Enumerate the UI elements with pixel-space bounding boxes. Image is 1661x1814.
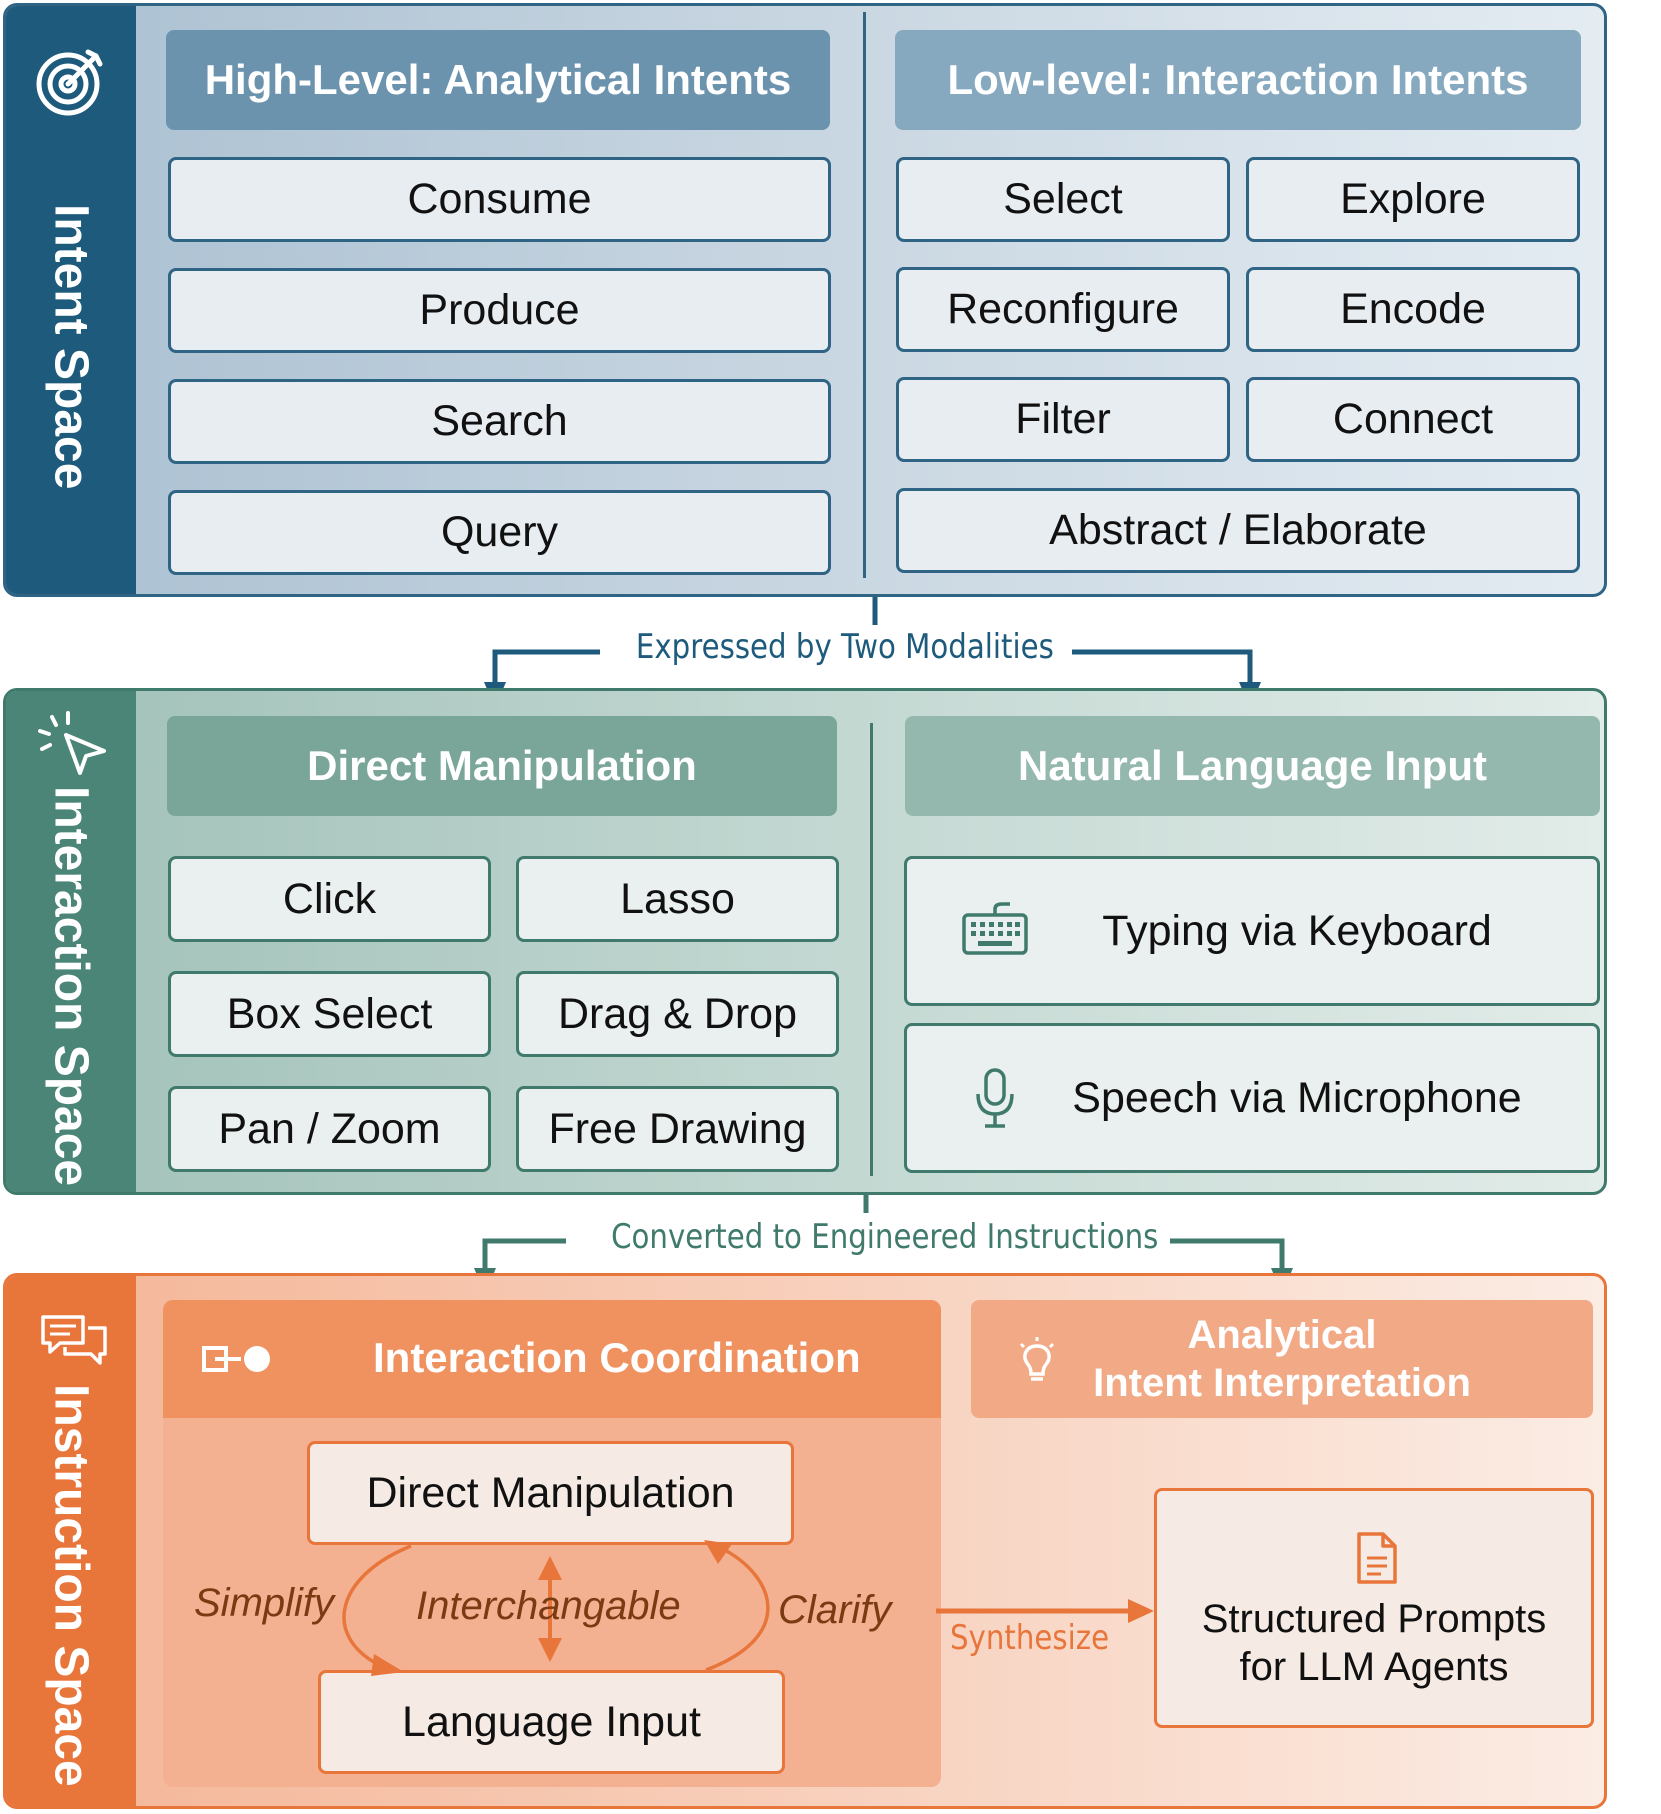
natural-language-header: Natural Language Input [905,716,1600,816]
target-icon [36,49,103,116]
interpretation-title-line1: Analytical [1187,1313,1377,1357]
speech-input-label: Speech via Microphone [1072,1073,1522,1122]
dm-item: Free Drawing [516,1086,839,1172]
low-level-item: Connect [1246,377,1580,462]
coordination-arrows [342,1540,1154,1676]
connector-label-instructions: Converted to Engineered Instructions [604,1217,1158,1257]
interaction-space-strip: Interaction Space [6,691,136,1192]
low-level-item: Select [896,157,1230,242]
low-level-item: Explore [1246,157,1580,242]
keyboard-icon [962,902,1028,955]
high-level-item: Consume [168,157,831,242]
high-level-item: Query [168,490,831,575]
sparkle-cursor-icon [38,711,106,775]
coordination-title: Interaction Coordination [373,1334,861,1381]
dm-item: Drag & Drop [516,971,839,1057]
interchangable-label: Interchangable [416,1584,681,1628]
intent-space-label: Intent Space [44,204,98,490]
high-level-header: High-Level: Analytical Intents [166,30,830,130]
connector-label-modalities: Expressed by Two Modalities [629,627,1059,667]
interaction-space-divider [870,723,873,1176]
low-level-item: Filter [896,377,1230,462]
keyboard-input-label: Typing via Keyboard [1102,906,1492,955]
instruction-space-strip: Instruction Space [6,1276,136,1806]
low-level-item: Reconfigure [896,267,1230,352]
chat-bubbles-icon [41,1315,107,1365]
interpretation-header: Analytical Intent Interpretation [971,1300,1593,1418]
low-level-wide-item: Abstract / Elaborate [896,488,1580,573]
intent-space-strip: Intent Space [6,6,136,594]
dm-item: Pan / Zoom [168,1086,491,1172]
document-icon [1357,1532,1397,1584]
coordination-header: Interaction Coordination [163,1300,941,1418]
low-level-item: Encode [1246,267,1580,352]
structured-prompts-line1: Structured Prompts [1201,1597,1547,1641]
clarify-label: Clarify [778,1588,892,1632]
dm-item: Lasso [516,856,839,942]
structured-prompts-line2: for LLM Agents [1239,1645,1509,1689]
interpretation-title-line2: Intent Interpretation [1093,1361,1471,1405]
structured-prompts-box: Structured Prompts for LLM Agents [1154,1488,1594,1728]
coord-direct-manipulation-box: Direct Manipulation [307,1441,794,1545]
high-level-item: Search [168,379,831,464]
simplify-label: Simplify [194,1581,335,1625]
speech-input-box: Speech via Microphone [904,1023,1600,1173]
low-level-header: Low-level: Interaction Intents [895,30,1581,130]
keyboard-input-box: Typing via Keyboard [904,856,1600,1006]
intent-space-panel: Intent Space High-Level: Analytical Inte… [3,3,1607,597]
direct-manipulation-header: Direct Manipulation [167,716,837,816]
high-level-item: Produce [168,268,831,353]
interaction-space-panel: Interaction Space Direct Manipulation Na… [3,688,1607,1195]
synthesize-label: Synthesize [950,1618,1110,1658]
interaction-space-label: Interaction Space [44,786,98,1187]
dm-item: Box Select [168,971,491,1057]
instruction-space-label: Instruction Space [44,1384,98,1787]
intent-space-divider [863,12,866,578]
microphone-icon [976,1068,1014,1128]
lightbulb-icon [1019,1337,1055,1381]
coord-language-input-box: Language Input [318,1670,785,1774]
dm-item: Click [168,856,491,942]
toggle-connector-icon [202,1346,270,1372]
instruction-space-panel: Instruction Space Interaction Coordinati… [3,1273,1607,1809]
